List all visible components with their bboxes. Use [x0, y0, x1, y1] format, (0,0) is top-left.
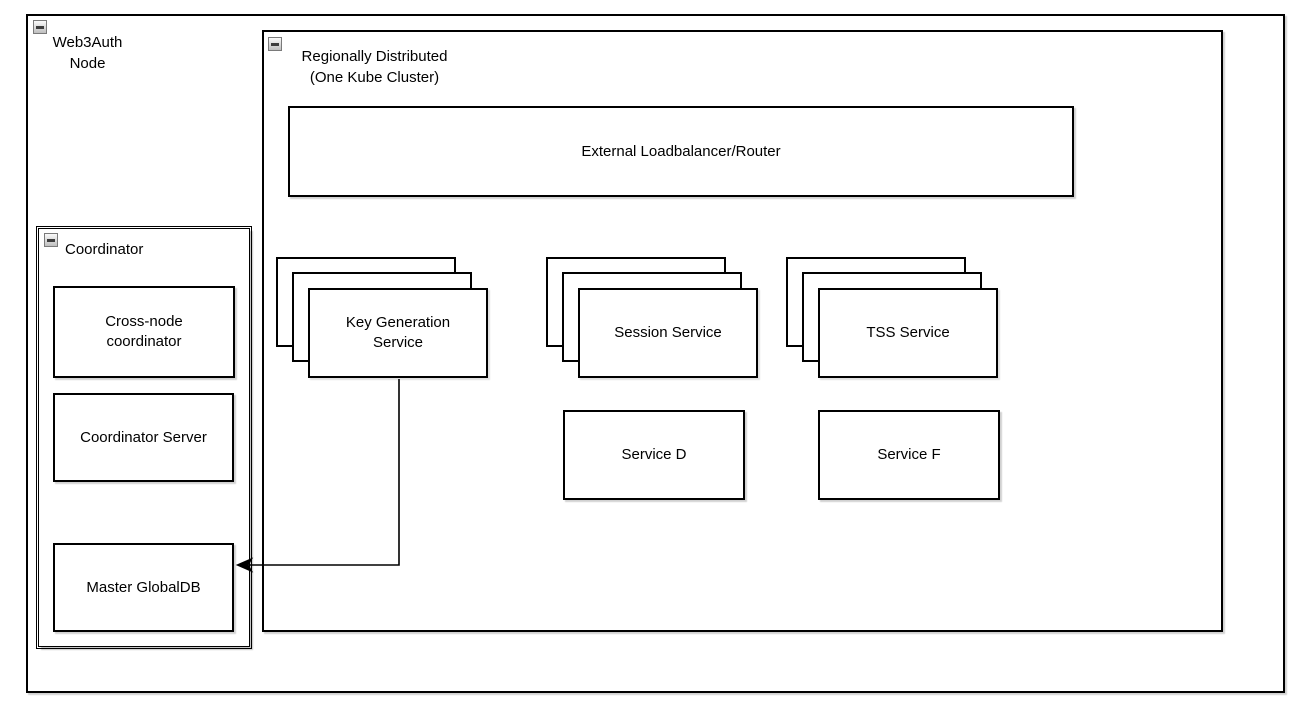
collapse-icon[interactable]	[44, 233, 58, 247]
node-master-globaldb[interactable]: Master GlobalDB	[53, 543, 234, 632]
node-label: Cross-node coordinator	[105, 313, 183, 350]
minus-icon	[47, 238, 55, 242]
collapse-icon[interactable]	[268, 37, 282, 51]
node-label: Service F	[877, 446, 941, 463]
node-label: Coordinator Server	[80, 428, 207, 446]
node-label: Key Generation Service	[345, 314, 451, 351]
minus-icon	[271, 42, 279, 46]
collapse-icon[interactable]	[33, 20, 47, 34]
node-label: Session Service	[614, 324, 722, 341]
node-cross-node-coordinator[interactable]: Cross-node coordinator	[53, 286, 235, 378]
node-coordinator-server[interactable]: Coordinator Server	[53, 393, 234, 482]
node-tss-service[interactable]: TSS Service	[818, 288, 998, 378]
minus-icon	[36, 25, 44, 29]
node-label: External Loadbalancer/Router	[581, 142, 781, 160]
container-web3auth-label: Web3Auth Node	[52, 34, 123, 72]
container-coordinator-label: Coordinator	[65, 241, 144, 258]
node-service-f[interactable]: Service F	[818, 410, 1000, 500]
node-label: Service D	[621, 446, 687, 463]
node-key-generation-service[interactable]: Key Generation Service	[308, 288, 488, 378]
node-service-d[interactable]: Service D	[563, 410, 745, 500]
node-tss-service-stack[interactable]: TSS Service	[786, 257, 1000, 380]
node-label: Master GlobalDB	[86, 578, 201, 596]
node-session-service[interactable]: Session Service	[578, 288, 758, 378]
node-key-generation-service-stack[interactable]: Key Generation Service	[276, 257, 490, 380]
node-label: TSS Service	[866, 324, 950, 341]
node-session-service-stack[interactable]: Session Service	[546, 257, 760, 380]
container-regional-label: Regionally Distributed (One Kube Cluster…	[301, 48, 448, 86]
node-external-loadbalancer[interactable]: External Loadbalancer/Router	[288, 106, 1074, 197]
